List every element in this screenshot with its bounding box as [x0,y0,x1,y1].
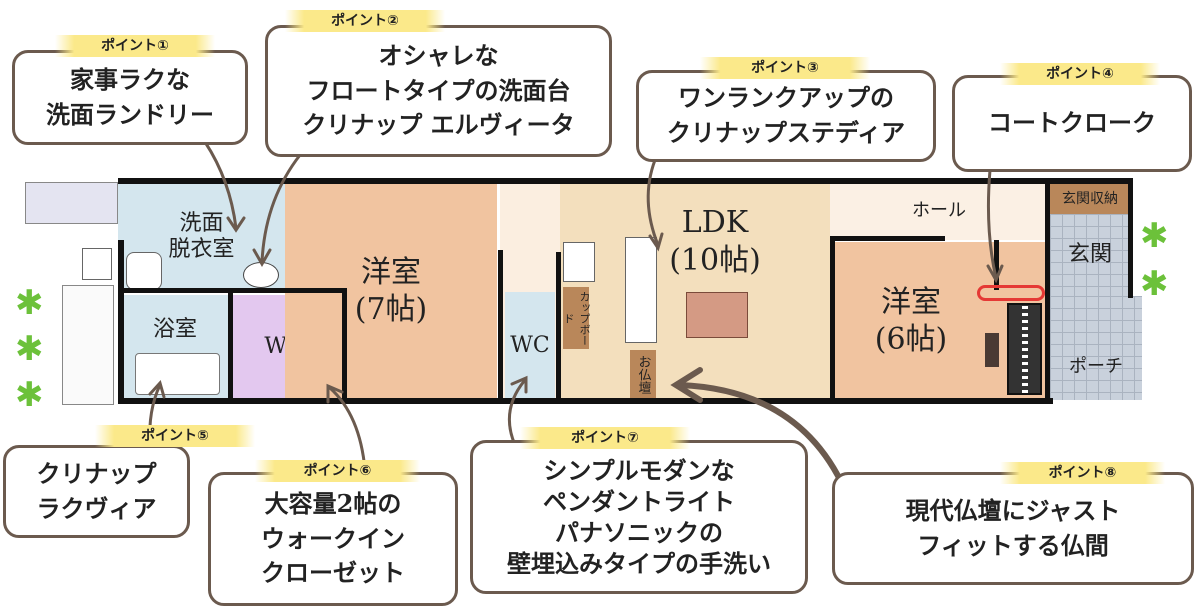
room-label: (7帖) [354,292,428,327]
point-tag-6: ポイント⑥ [255,460,420,482]
arrow-5-head [148,379,166,399]
point-tag-5: ポイント⑤ [95,425,255,447]
room-label: 浴室 [152,317,197,342]
kitchen-counter [625,237,657,343]
wall [835,236,945,241]
arrow-7-head [510,375,528,394]
piano-icon [1007,303,1042,395]
callout-text: クリナップ [36,458,157,488]
wall [228,290,233,402]
room-label: 脱衣室 [168,237,235,262]
fridge-icon [563,242,595,282]
arrow-3 [646,158,660,247]
outdoor-equipment [62,285,114,405]
dining-table-icon [686,292,748,338]
arrow-6-head [326,383,344,404]
callout-4: コートクローク [952,75,1192,172]
callout-text: クリナップ エルヴィータ [302,110,575,140]
callout-text: ウォークイン [261,523,405,553]
callout-text: シンプルモダンな [543,455,735,485]
callout-text: 大容量2帖の [264,488,402,518]
room-label: (6帖) [874,322,948,357]
callout-8: 現代仏壇にジャスト フィットする仏間 [832,472,1194,585]
callout-text: ワンランクアップの [678,83,894,113]
room-label: WC [510,332,550,358]
callout-text: コートクローク [988,108,1156,137]
wall [118,398,1053,404]
wall [118,178,1132,184]
callout-text: クリナップステディア [666,118,906,147]
callout-text: クローゼット [261,558,405,588]
callout-3: ワンランクアップの クリナップステディア [636,70,936,162]
callout-5: クリナップ ラクヴィア [3,445,190,538]
arrow-2 [260,153,302,264]
room-label: 洋室 [361,254,421,290]
room-label: 玄関収納 [1062,191,1118,207]
arrow-4 [986,168,998,280]
point-tag-8: ポイント⑧ [1000,462,1165,484]
callout-text: 洗面ランドリー [46,99,214,129]
point-tag-4: ポイント④ [1000,63,1160,85]
cupboard: カップボード [562,287,591,349]
wall [118,240,124,404]
room-label: お仏壇 [635,354,651,394]
callout-text: パナソニックの [555,518,723,547]
callout-text: ラクヴィア [36,493,157,523]
callout-6: 大容量2帖の ウォークイン クローゼット [208,472,458,606]
room-ldk: LDK (10帖) [560,182,830,400]
room-label: 洗面 [179,210,224,236]
wall [556,252,561,402]
arrow-8-head [670,367,703,403]
arrow-3-head [648,232,664,252]
callout-text: ペンダントライト [543,486,735,516]
callout-1: 家事ラクな 洗面ランドリー [12,50,248,145]
room-label: ホール [912,200,966,222]
room-entrance: 玄関 [1050,214,1130,296]
arrow-2-head [252,248,272,268]
piano-bench-icon [985,333,999,367]
wall [994,240,999,290]
wall [122,288,347,293]
point-tag-3: ポイント③ [700,57,870,79]
callout-text: 家事ラクな [70,64,190,94]
arrow-4-head [986,264,1004,284]
arrow-1-head [226,216,246,233]
exterior-deck [25,182,118,224]
room-label: 洋室 [881,284,941,320]
callout-text: 現代仏壇にジャスト [905,495,1121,525]
wall [1128,178,1133,298]
shoe-storage: 玄関収納 [1050,182,1130,214]
buddhist-altar: お仏壇 [630,350,656,398]
wall [498,250,503,402]
room-hall: ホール [830,182,1048,240]
arrow-1 [203,140,238,230]
wall [830,236,835,402]
plant-icon: ✱✱ [1140,216,1169,304]
callout-text: フロートタイプの洗面台 [306,75,571,105]
room-label: LDK [681,205,749,240]
wall [342,290,347,402]
point-tag-2: ポイント② [285,10,445,32]
arrow-6 [328,386,367,472]
washing-machine-icon [126,252,162,290]
wall [1045,182,1050,402]
room-label: 玄関 [1067,241,1112,267]
callout-text: フィットする仏間 [917,530,1109,560]
coat-cloak-highlight [977,285,1045,301]
callout-text: オシャレな [378,40,499,70]
plant-icon: ✱✱✱ [15,283,44,415]
callout-2: オシャレな フロートタイプの洗面台 クリナップ エルヴィータ [265,25,612,157]
room-label: (10帖) [669,242,761,278]
point-tag-1: ポイント① [55,35,215,57]
arrow-7 [507,378,527,447]
outdoor-unit [82,248,112,280]
room-label: ポーチ [1069,356,1123,377]
point-tag-7: ポイント⑦ [520,427,690,449]
arrow-8 [677,382,848,493]
bathtub-icon [135,353,220,395]
room-label: カップボード [562,290,591,346]
callout-text: 壁埋込みタイプの手洗い [507,549,771,579]
callout-7: シンプルモダンな ペンダントライト パナソニックの 壁埋込みタイプの手洗い [470,440,808,594]
room-porch: ポーチ [1050,296,1142,400]
